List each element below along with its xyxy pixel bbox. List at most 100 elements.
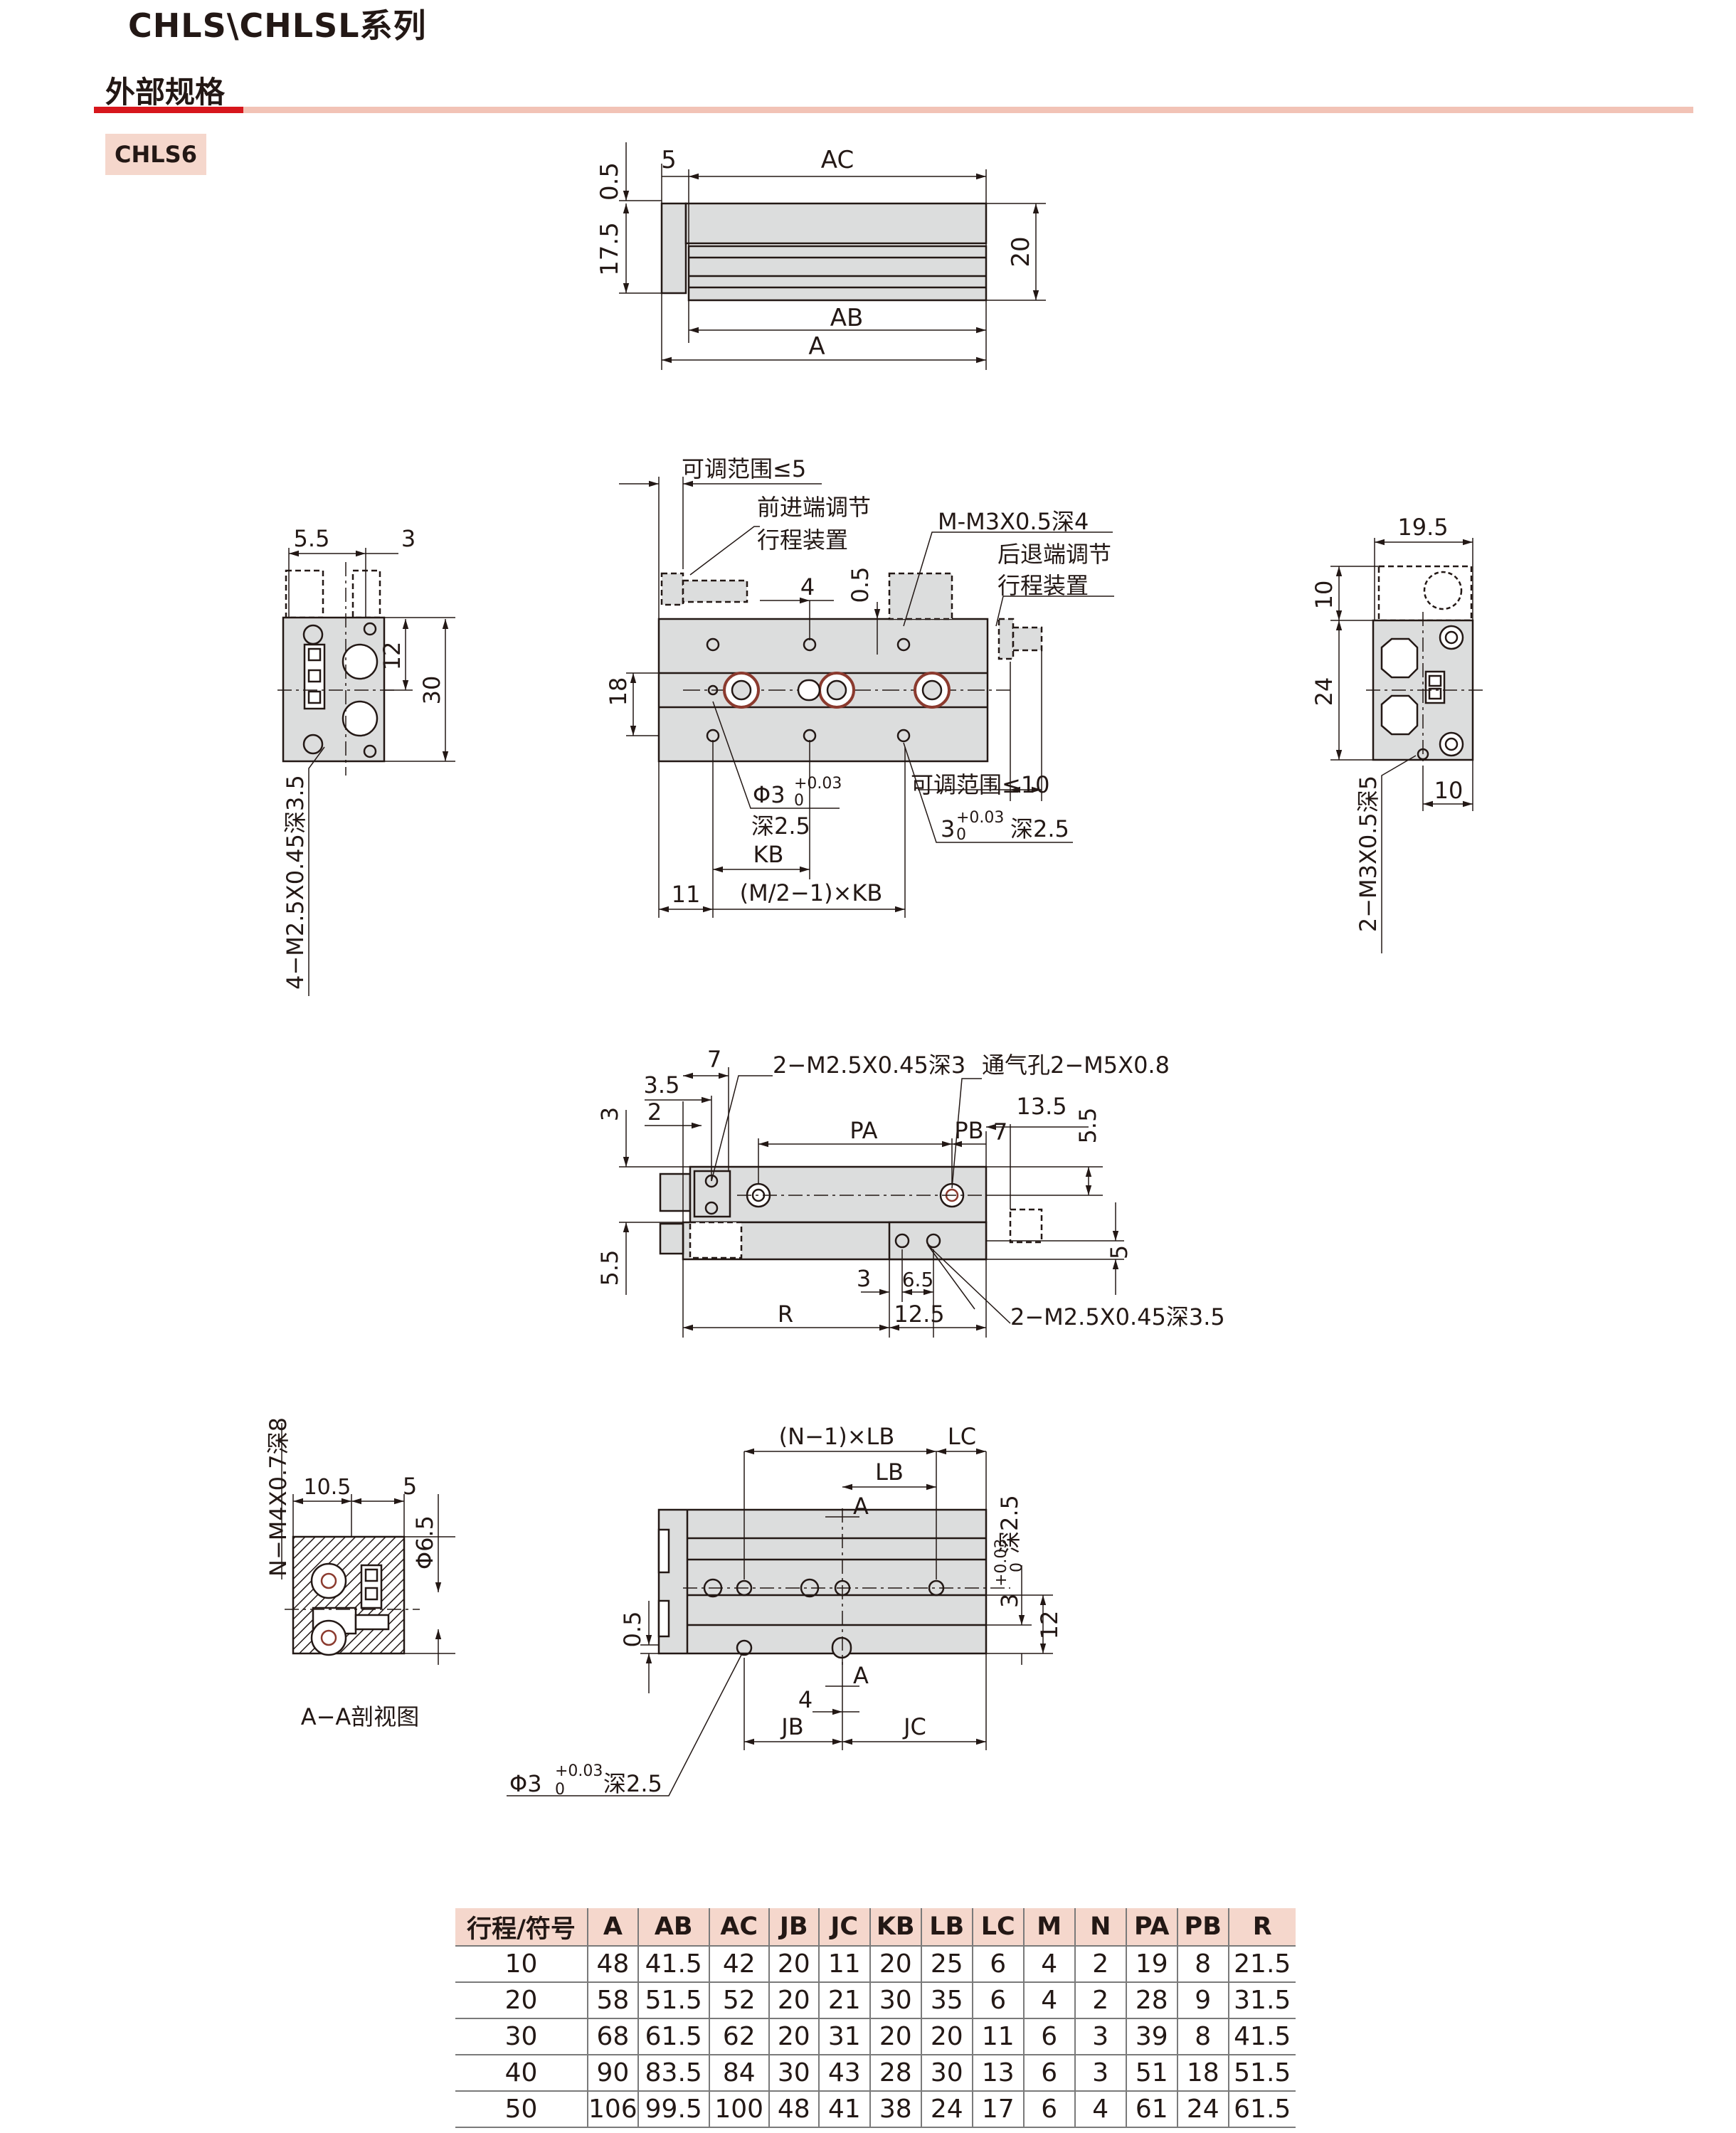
rail-view-labels: (N−1)×LB LC LB A 0.5 3 +0.03 0 深2.5 12 4…: [509, 1423, 1063, 1799]
dim-0-5: 0.5: [619, 1611, 646, 1648]
bottom-view: [619, 1067, 1124, 1338]
table-cell: 83.5: [637, 2054, 709, 2091]
dim-m-kb: (M/2−1)×KB: [740, 879, 883, 906]
dim-17-5: 17.5: [596, 222, 624, 276]
dim-n-lb: (N−1)×LB: [779, 1423, 895, 1450]
dim-12: 12: [1036, 1611, 1063, 1640]
right-side-view: [1330, 538, 1487, 953]
table-cell: 11: [971, 2018, 1024, 2055]
adjust-range-5-label: 可调范围≤5: [682, 455, 806, 482]
dim-ac: AC: [821, 146, 854, 174]
spec-table: 行程/符号 A AB AC JB JC KB LB LC M N PA PB R…: [455, 1908, 1296, 2128]
hole-3-depth-label: 深2.5: [996, 1495, 1023, 1554]
header-a: A: [587, 1908, 638, 1946]
section-mark-a-bottom: A: [853, 1662, 869, 1689]
hole-depth-label: 深2.5: [751, 813, 810, 840]
hole-phi3-label: Φ3: [753, 781, 785, 808]
dim-r: R: [778, 1301, 793, 1328]
header-ac: AC: [708, 1908, 769, 1946]
table-cell: 51: [1125, 2054, 1177, 2091]
table-cell: 51.5: [1227, 2054, 1296, 2091]
table-cell: 58: [587, 1981, 638, 2018]
header-pa: PA: [1125, 1908, 1177, 1946]
dim-7: 7: [707, 1046, 721, 1073]
table-cell: 50: [455, 2090, 588, 2128]
table-cell: 61.5: [637, 2018, 709, 2055]
dim-lc: LC: [948, 1423, 976, 1450]
table-cell: 30: [768, 2054, 819, 2091]
section-caption: A−A剖视图: [301, 1703, 420, 1730]
dim-ab: AB: [830, 304, 864, 332]
left-side-view: [277, 548, 455, 996]
dim-10-bottom: 10: [1434, 777, 1464, 804]
table-cell: 100: [708, 2090, 769, 2128]
dim-4: 4: [800, 573, 815, 600]
dim-a: A: [808, 332, 825, 361]
table-cell: 41.5: [1227, 2018, 1296, 2055]
table-cell: 35: [920, 1981, 973, 2018]
table-cell: 62: [708, 2018, 769, 2055]
hole-3-tolerance-lower: 0: [956, 826, 966, 844]
header-jb: JB: [768, 1908, 819, 1946]
table-cell: 28: [1125, 1981, 1177, 2018]
table-cell: 17: [971, 2090, 1024, 2128]
page-title: CHLS\CHLSL系列: [128, 6, 427, 45]
dim-4: 4: [798, 1686, 813, 1713]
table-cell: 11: [817, 1945, 870, 1982]
dim-pb: PB: [954, 1117, 983, 1144]
dim-jc: JC: [902, 1713, 926, 1740]
rear-adjust-label-2: 行程装置: [997, 572, 1089, 599]
header-lc: LC: [971, 1908, 1024, 1946]
dim-3: 3: [596, 1107, 623, 1121]
dim-5-5: 5.5: [294, 525, 330, 552]
hole-3-tolerance-upper: +0.03: [993, 1539, 1010, 1587]
table-cell: 20: [455, 1981, 588, 2018]
hole-3-label: 3: [996, 1594, 1023, 1608]
dim-5: 5: [661, 146, 677, 174]
table-cell: 106: [587, 2090, 638, 2128]
table-cell: 20: [869, 1945, 921, 1982]
header-kb: KB: [869, 1908, 921, 1946]
right-side-view-labels: 19.5 10 24 10 2−M3X0.5深5: [1311, 514, 1463, 932]
table-cell: 2: [1074, 1981, 1126, 2018]
table-cell: 18: [1176, 2054, 1229, 2091]
table-cell: 21: [817, 1981, 870, 2018]
table-cell: 52: [708, 1981, 769, 2018]
table-cell: 10: [455, 1945, 588, 1982]
table-cell: 39: [1125, 2018, 1177, 2055]
table-row: 30 68 61.5 62 20 31 20 20 11 6 3 39 8 41…: [455, 2018, 1296, 2055]
table-cell: 6: [1022, 2054, 1075, 2091]
dim-jb: JB: [780, 1713, 803, 1740]
dim-6-5: 6.5: [902, 1268, 934, 1291]
table-cell: 30: [869, 1981, 921, 2018]
dim-3-bottom: 3: [857, 1265, 871, 1292]
front-adjust-label-1: 前进端调节: [757, 494, 871, 521]
section-mark-a-top: A: [853, 1493, 869, 1520]
table-cell: 8: [1176, 2018, 1229, 2055]
vent-label: 通气孔2−M5X0.8: [982, 1052, 1170, 1079]
table-cell: 40: [455, 2054, 588, 2091]
dim-30: 30: [418, 676, 445, 705]
dim-10-top: 10: [1311, 581, 1338, 610]
dim-kb: KB: [753, 841, 784, 868]
table-cell: 19: [1125, 1945, 1177, 1982]
thread-label: N−M4X0.7深8: [265, 1417, 292, 1577]
dim-11: 11: [672, 881, 701, 908]
dim-5-5-left: 5.5: [596, 1250, 623, 1286]
table-cell: 20: [768, 2018, 819, 2055]
dim-2: 2: [647, 1099, 662, 1126]
front-view-labels: 可调范围≤5 前进端调节 行程装置 M-M3X0.5深4 后退端调节 行程装置 …: [605, 455, 1111, 908]
thread-top-label: 2−M2.5X0.45深3: [773, 1052, 965, 1079]
thread-bottom-label: 2−M2.5X0.45深3.5: [1010, 1303, 1225, 1330]
hole-tolerance-lower: 0: [794, 792, 804, 810]
rear-adjust-label-1: 后退端调节: [997, 541, 1111, 568]
hole-tolerance-upper: +0.03: [555, 1762, 603, 1780]
table-cell: 24: [1176, 2090, 1229, 2128]
dim-12-5: 12.5: [894, 1301, 944, 1328]
header-lb: LB: [920, 1908, 973, 1946]
dim-3: 3: [401, 525, 416, 552]
dim-18: 18: [605, 677, 632, 706]
adjust-range-10-label: 可调范围≤10: [911, 771, 1050, 798]
header-jc: JC: [817, 1908, 870, 1946]
hole-depth-label: 深2.5: [603, 1770, 662, 1797]
